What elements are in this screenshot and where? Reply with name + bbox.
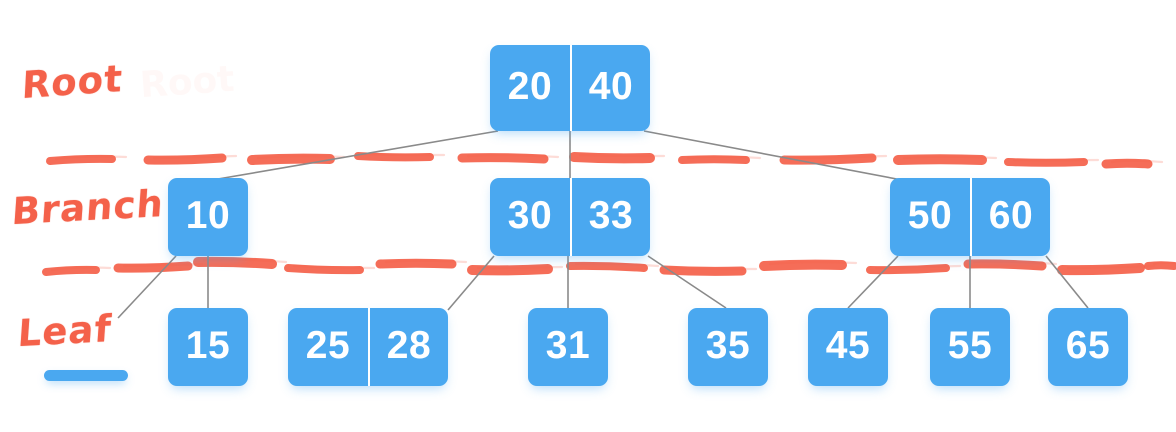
btree-key-cell-15: 15 bbox=[185, 324, 231, 367]
separator-dash-wisp bbox=[1110, 159, 1164, 164]
btree-key-cell-40: 40 bbox=[570, 45, 650, 131]
separator-dash bbox=[113, 261, 193, 273]
separator-dash bbox=[779, 153, 877, 165]
separator-dash-wisp bbox=[972, 260, 1058, 266]
separator-dash bbox=[42, 265, 100, 276]
btree-node-leaf-31[interactable]: 31 bbox=[528, 308, 608, 386]
btree-key-cell-55: 55 bbox=[947, 324, 993, 367]
separator-dash bbox=[659, 265, 747, 276]
btree-key-cell-35: 35 bbox=[705, 324, 751, 367]
separator-dash bbox=[354, 152, 434, 162]
btree-node-branch-50-60[interactable]: 50 60 bbox=[890, 178, 1050, 256]
separator-dash bbox=[1144, 261, 1176, 270]
separator-dash-wisp bbox=[466, 154, 560, 159]
separator-dash bbox=[193, 256, 277, 269]
btree-key-cell-45: 45 bbox=[825, 324, 871, 367]
leaf-label-underline bbox=[44, 370, 128, 381]
separator-dash bbox=[46, 154, 116, 165]
separator-dash bbox=[467, 264, 553, 276]
separator-dash-wisp bbox=[686, 155, 762, 160]
btree-key-cell-60: 60 bbox=[970, 178, 1050, 256]
separator-sep-branch-leaf bbox=[42, 256, 1176, 276]
separator-dash-wisp bbox=[574, 262, 660, 268]
separator-dash-wisp bbox=[1152, 261, 1176, 266]
btree-edge-n-b2-to-n-l2 bbox=[447, 255, 495, 311]
btree-key-cell-50: 50 bbox=[907, 194, 953, 237]
separator-dash-wisp bbox=[668, 266, 758, 271]
annotation-label-root: Root bbox=[20, 56, 124, 108]
btree-node-branch-30-33[interactable]: 30 33 bbox=[490, 178, 650, 256]
btree-node-branch-10[interactable]: 10 bbox=[168, 178, 248, 256]
separator-dash bbox=[457, 153, 549, 164]
separator-dash bbox=[866, 264, 950, 275]
separator-dash bbox=[566, 261, 648, 272]
separator-dash-wisp bbox=[152, 154, 238, 160]
annotation-label-leaf: Leaf bbox=[16, 306, 114, 356]
btree-key-cell-65: 65 bbox=[1065, 324, 1111, 367]
btree-key-cell-33: 33 bbox=[570, 178, 650, 256]
separator-dash-wisp bbox=[1066, 264, 1156, 270]
separator-dash bbox=[893, 154, 987, 165]
btree-edge-n-b2-to-n-l4 bbox=[647, 255, 727, 309]
btree-key-cell-20: 20 bbox=[507, 65, 553, 108]
separator-dash-wisp bbox=[256, 155, 346, 160]
separator-dash bbox=[569, 152, 655, 164]
separator-dash-wisp bbox=[50, 266, 112, 272]
btree-node-leaf-45[interactable]: 45 bbox=[808, 308, 888, 386]
separator-dash-wisp bbox=[768, 261, 858, 266]
separator-dash-wisp bbox=[578, 153, 666, 158]
separator-dash bbox=[963, 259, 1047, 271]
separator-dash bbox=[247, 153, 335, 165]
separator-dash bbox=[1004, 158, 1088, 167]
separator-dash bbox=[375, 258, 457, 269]
separator-dash bbox=[1057, 263, 1145, 276]
separator-dash bbox=[759, 259, 847, 271]
separator-dash-wisp bbox=[202, 258, 288, 264]
btree-edge-n-b1-to-n-l1 bbox=[117, 255, 177, 319]
separator-sep-root-branch bbox=[46, 152, 1164, 169]
ghost-artifact-text: Root bbox=[139, 59, 236, 106]
separator-dash bbox=[678, 155, 750, 164]
btree-key-cell-31: 31 bbox=[545, 324, 591, 367]
annotation-label-branch: Branch bbox=[10, 181, 166, 234]
separator-dash-wisp bbox=[902, 155, 998, 160]
separator-dash-wisp bbox=[874, 264, 962, 270]
separator-dash-wisp bbox=[292, 264, 376, 270]
btree-edge-n-b3-to-n-l5 bbox=[847, 255, 899, 309]
btree-key-cell-28: 28 bbox=[368, 308, 448, 386]
btree-edge-n-root-to-n-b1 bbox=[211, 130, 499, 181]
btree-node-leaf-65[interactable]: 65 bbox=[1048, 308, 1128, 386]
separator-dash-wisp bbox=[54, 155, 128, 161]
btree-node-leaf-15[interactable]: 15 bbox=[168, 308, 248, 386]
btree-key-cell-10: 10 bbox=[185, 194, 231, 237]
btree-key-cell-30: 30 bbox=[507, 194, 553, 237]
separator-dash-wisp bbox=[384, 259, 468, 264]
separator-dash bbox=[1101, 158, 1153, 169]
btree-node-leaf-25-28[interactable]: 25 28 bbox=[288, 308, 448, 386]
btree-edge-n-b3-to-n-l7 bbox=[1045, 255, 1089, 309]
separator-dash-wisp bbox=[122, 262, 204, 268]
separator-dash bbox=[284, 264, 364, 275]
btree-key-cell-25: 25 bbox=[305, 324, 351, 367]
btree-edge-n-root-to-n-b3 bbox=[643, 130, 903, 181]
separator-dash bbox=[143, 153, 227, 165]
separator-dash-wisp bbox=[362, 152, 446, 157]
separator-dash-wisp bbox=[788, 154, 888, 160]
btree-node-leaf-35[interactable]: 35 bbox=[688, 308, 768, 386]
btree-node-leaf-55[interactable]: 55 bbox=[930, 308, 1010, 386]
